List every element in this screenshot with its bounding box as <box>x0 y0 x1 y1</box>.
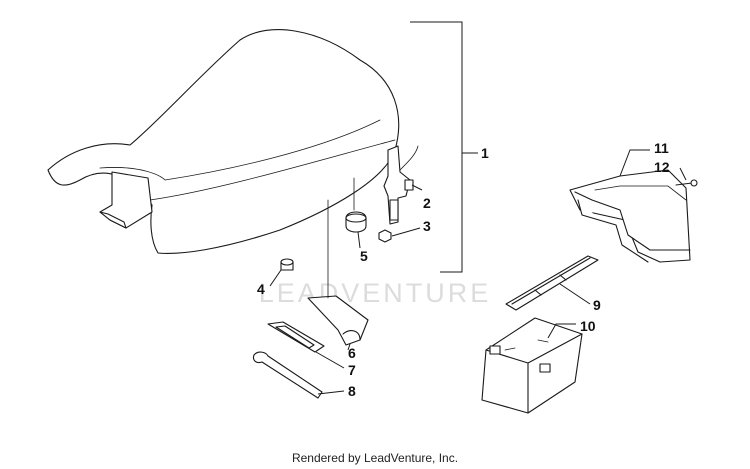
callout-9: 9 <box>593 297 601 313</box>
callout-6: 6 <box>348 345 356 361</box>
callout-labels: 1 2 3 4 5 6 7 8 9 10 11 12 <box>257 140 670 399</box>
callout-1: 1 <box>481 145 489 161</box>
grommet-part-4 <box>280 258 294 271</box>
callout-11: 11 <box>654 140 669 156</box>
battery-box-part-11 <box>569 169 698 263</box>
battery-part-10 <box>481 317 583 414</box>
callout-12: 12 <box>654 159 670 175</box>
callout-8: 8 <box>348 383 356 399</box>
callout-2: 2 <box>423 195 431 211</box>
watermark: LEADVENTURE <box>259 278 492 308</box>
callout-4: 4 <box>257 281 265 297</box>
gasket-part-7 <box>267 321 325 353</box>
callout-5: 5 <box>360 248 368 264</box>
seat-plate-part-6 <box>307 199 369 346</box>
battery-strap-part-9 <box>505 255 599 311</box>
leader-lines <box>269 21 687 395</box>
footer-credit: Rendered by LeadVenture, Inc. <box>291 451 459 465</box>
seat-assembly <box>47 29 400 254</box>
nut-part-3 <box>378 229 392 243</box>
callout-10: 10 <box>580 318 596 334</box>
wrench-part-8 <box>252 351 323 399</box>
callout-7: 7 <box>348 362 356 378</box>
callout-3: 3 <box>423 218 431 234</box>
bumper-part-5 <box>345 177 367 233</box>
